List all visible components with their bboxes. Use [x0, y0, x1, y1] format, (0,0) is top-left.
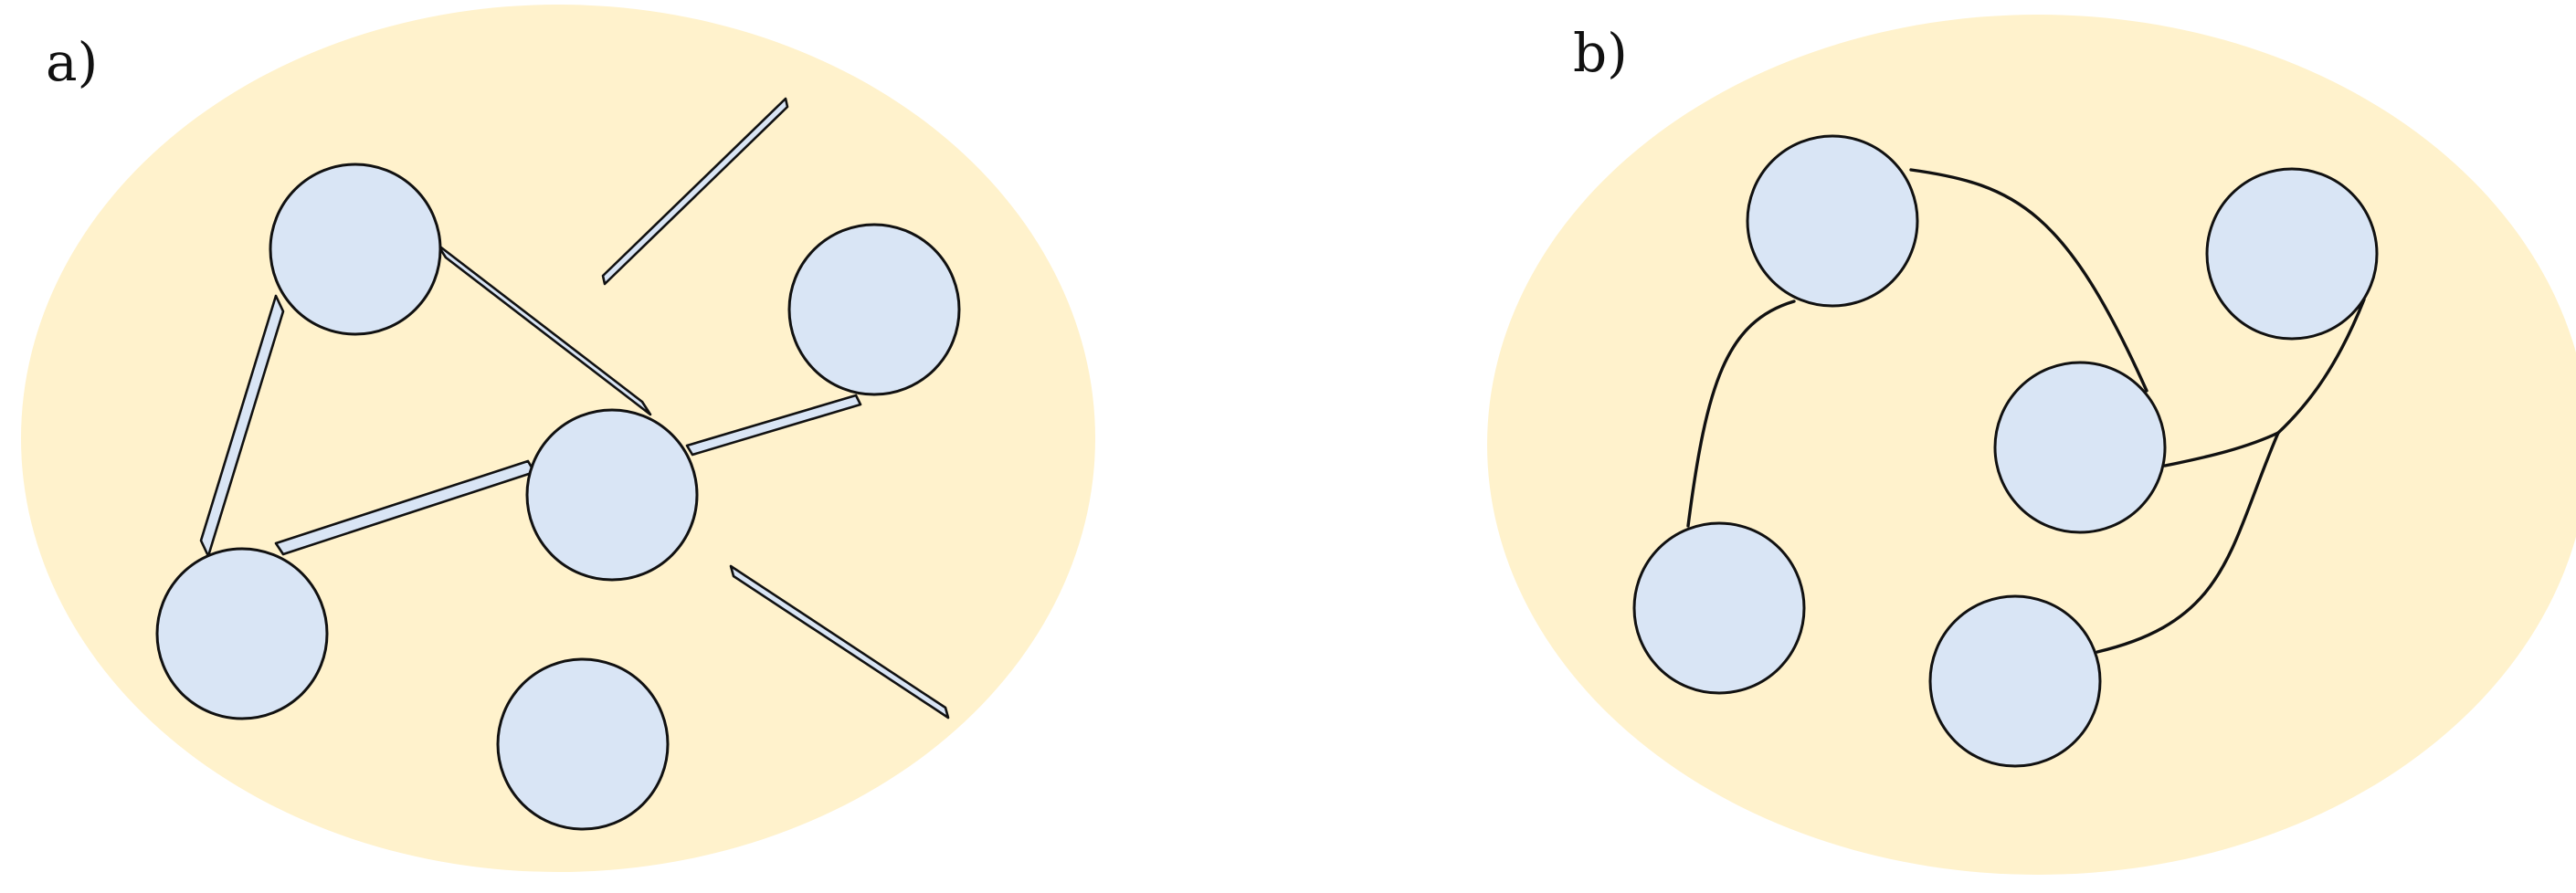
- panel-b: b): [1487, 15, 2576, 875]
- needle-fragment-2: [729, 564, 950, 720]
- needle-fragment-1: [601, 97, 789, 286]
- node: [525, 408, 699, 582]
- node: [1928, 594, 2102, 768]
- node: [1746, 134, 1919, 308]
- needle-link-3: [274, 459, 536, 556]
- wire-link-5: [2096, 431, 2280, 654]
- wire-link-2: [1909, 168, 2148, 393]
- wire-link-4: [2276, 298, 2366, 435]
- node: [2205, 167, 2379, 341]
- node: [1632, 521, 1806, 695]
- node: [1993, 361, 2167, 534]
- node: [496, 657, 670, 831]
- node: [269, 163, 442, 336]
- panel-b-label: b): [1573, 22, 1628, 84]
- needle-link-4: [685, 394, 862, 457]
- node: [787, 223, 961, 396]
- panel-a: a): [21, 5, 1095, 872]
- panel-a-label: a): [46, 31, 98, 93]
- node: [155, 547, 329, 720]
- wire-link-1: [1686, 299, 1796, 528]
- wire-link-3: [2163, 431, 2280, 468]
- needle-link-2: [436, 243, 652, 416]
